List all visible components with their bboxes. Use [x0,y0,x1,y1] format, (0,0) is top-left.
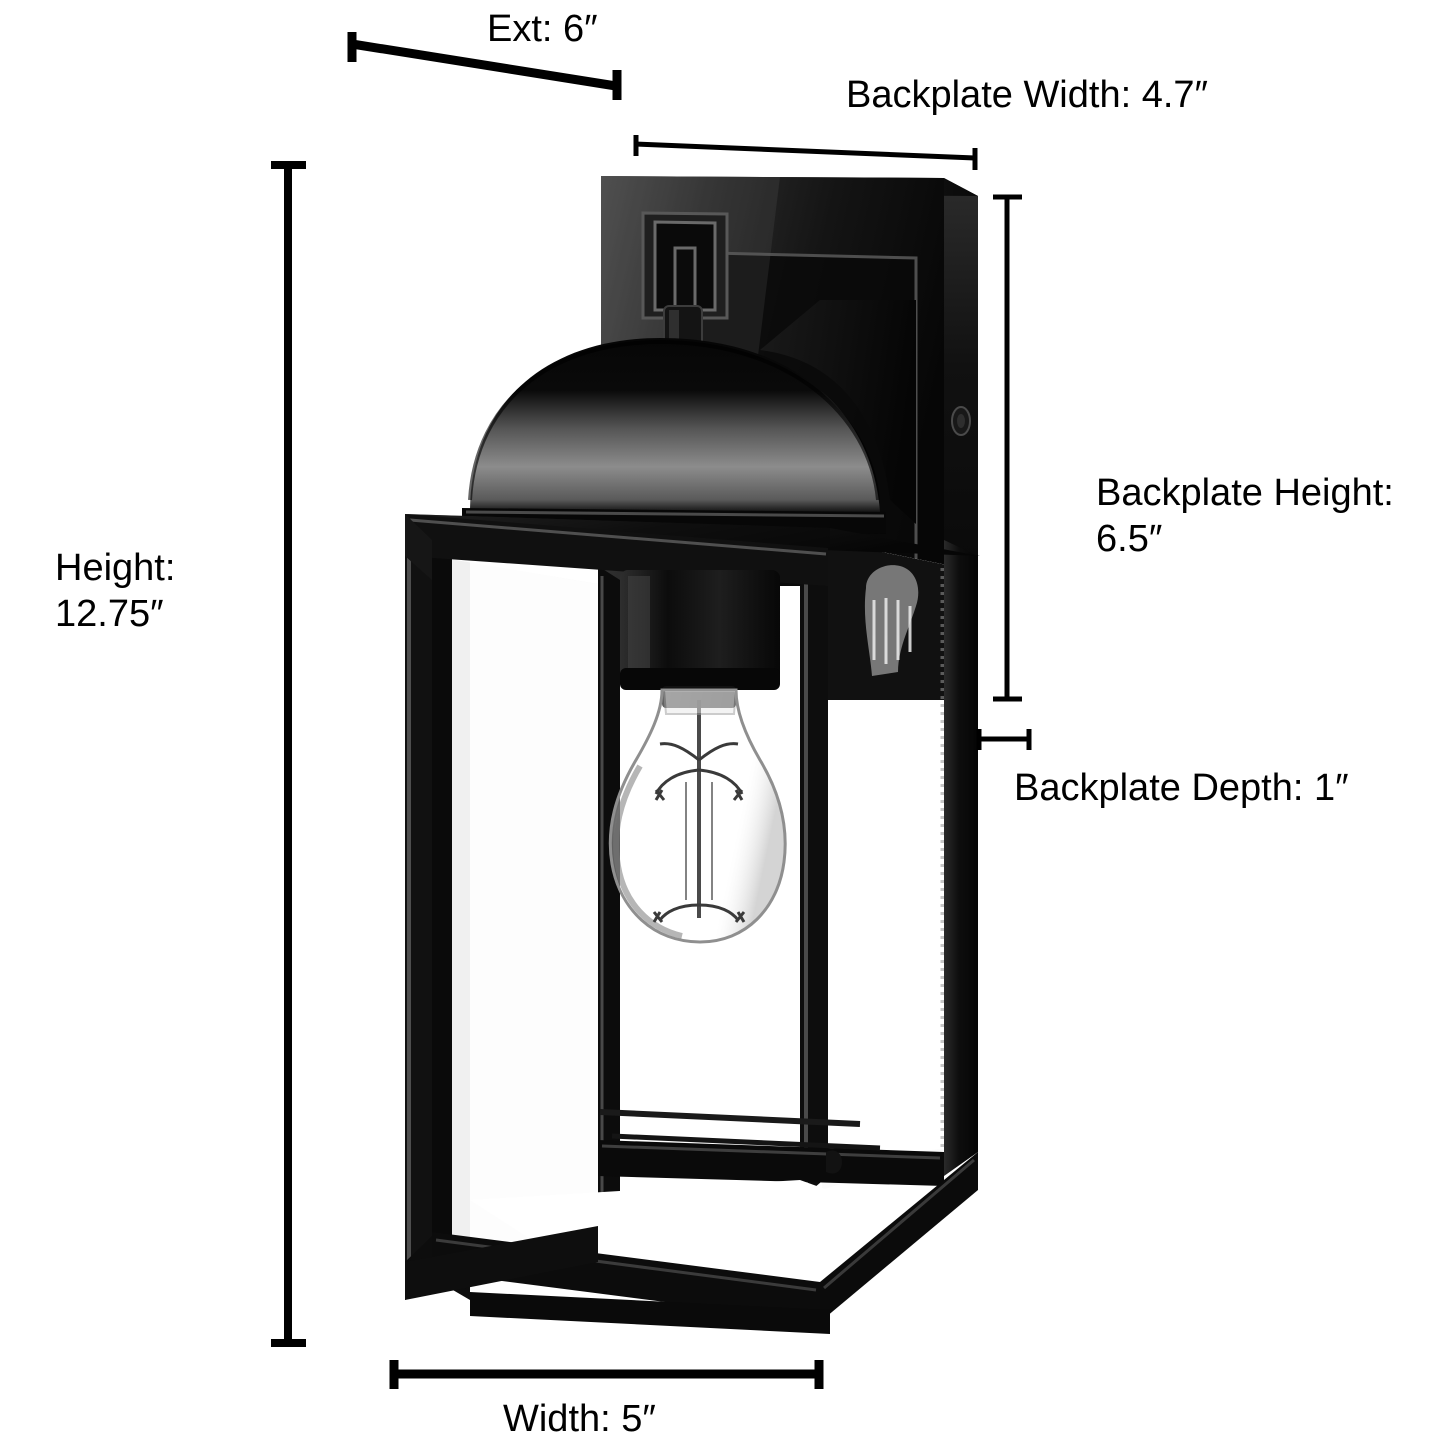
dimension-label-backplate-height: Backplate Height: 6.5″ [1096,472,1394,560]
dimension-label-ext: Ext: 6″ [487,8,598,50]
dimension-line-backplate-width [633,135,978,170]
dimension-line-width [389,1360,824,1389]
frame-rail-top-front [405,514,828,586]
dimension-label-width: Width: 5″ [503,1398,656,1440]
dimension-line-backplate-height [993,194,1022,702]
hood-dome [470,338,880,512]
base-rail-right-highlight [823,1158,975,1290]
bulb-highlight [613,764,683,939]
base-foot-tab [470,1292,830,1334]
lantern-base-frame [405,1109,978,1334]
frame-post-front-left-inner [432,540,452,1290]
light-bulb [608,688,787,944]
bracket-front-tab [653,220,717,312]
backplate-inner-step-highlight [671,250,918,662]
dimension-line-ext [347,32,622,100]
base-rail-rear [598,1140,944,1186]
frame-post-front-left [405,514,432,1300]
frame-top-cap-shadow [405,514,830,548]
hood-right-face [760,300,916,524]
dimension-line-backplate-depth [976,729,1032,750]
hood-top-edge [468,339,880,501]
base-rail-left [405,1226,598,1300]
glass-panel-left-contents [432,556,598,1268]
frame-rail-top-left [405,514,432,580]
base-latch-icon [826,1150,842,1174]
bulb-neck [662,689,738,715]
backplate-screw-slot [957,414,965,428]
base-rail-right [820,1152,978,1322]
bulb-reflection [864,565,919,676]
bracket-stem-highlight [669,310,679,344]
dimension-label-backplate-width: Backplate Width: 4.7″ [846,74,1208,116]
bulb-filament-lower [652,903,746,923]
bulb-filament [654,742,744,801]
dimension-lines [271,32,1032,1389]
base-inner-rail-a [599,1109,861,1127]
dimension-label-backplate-depth: Backplate Depth: 1″ [1014,767,1349,809]
hood-lip-highlight [465,510,885,518]
base-inner-rail-b [611,1133,881,1151]
lantern-body [405,514,980,1334]
frame-post-rear-right [944,540,978,1176]
mounting-bracket [641,211,729,349]
base-rail-rear-highlight [601,1144,941,1160]
glass-panel-right-contents [822,540,952,1160]
dimension-label-height: Height: 12.75″ [55,547,176,635]
frame-rail-top-highlight [409,518,827,556]
lamp-socket [620,570,780,708]
bulb-filament-coils [685,782,713,900]
dimension-line-height [271,161,306,1347]
